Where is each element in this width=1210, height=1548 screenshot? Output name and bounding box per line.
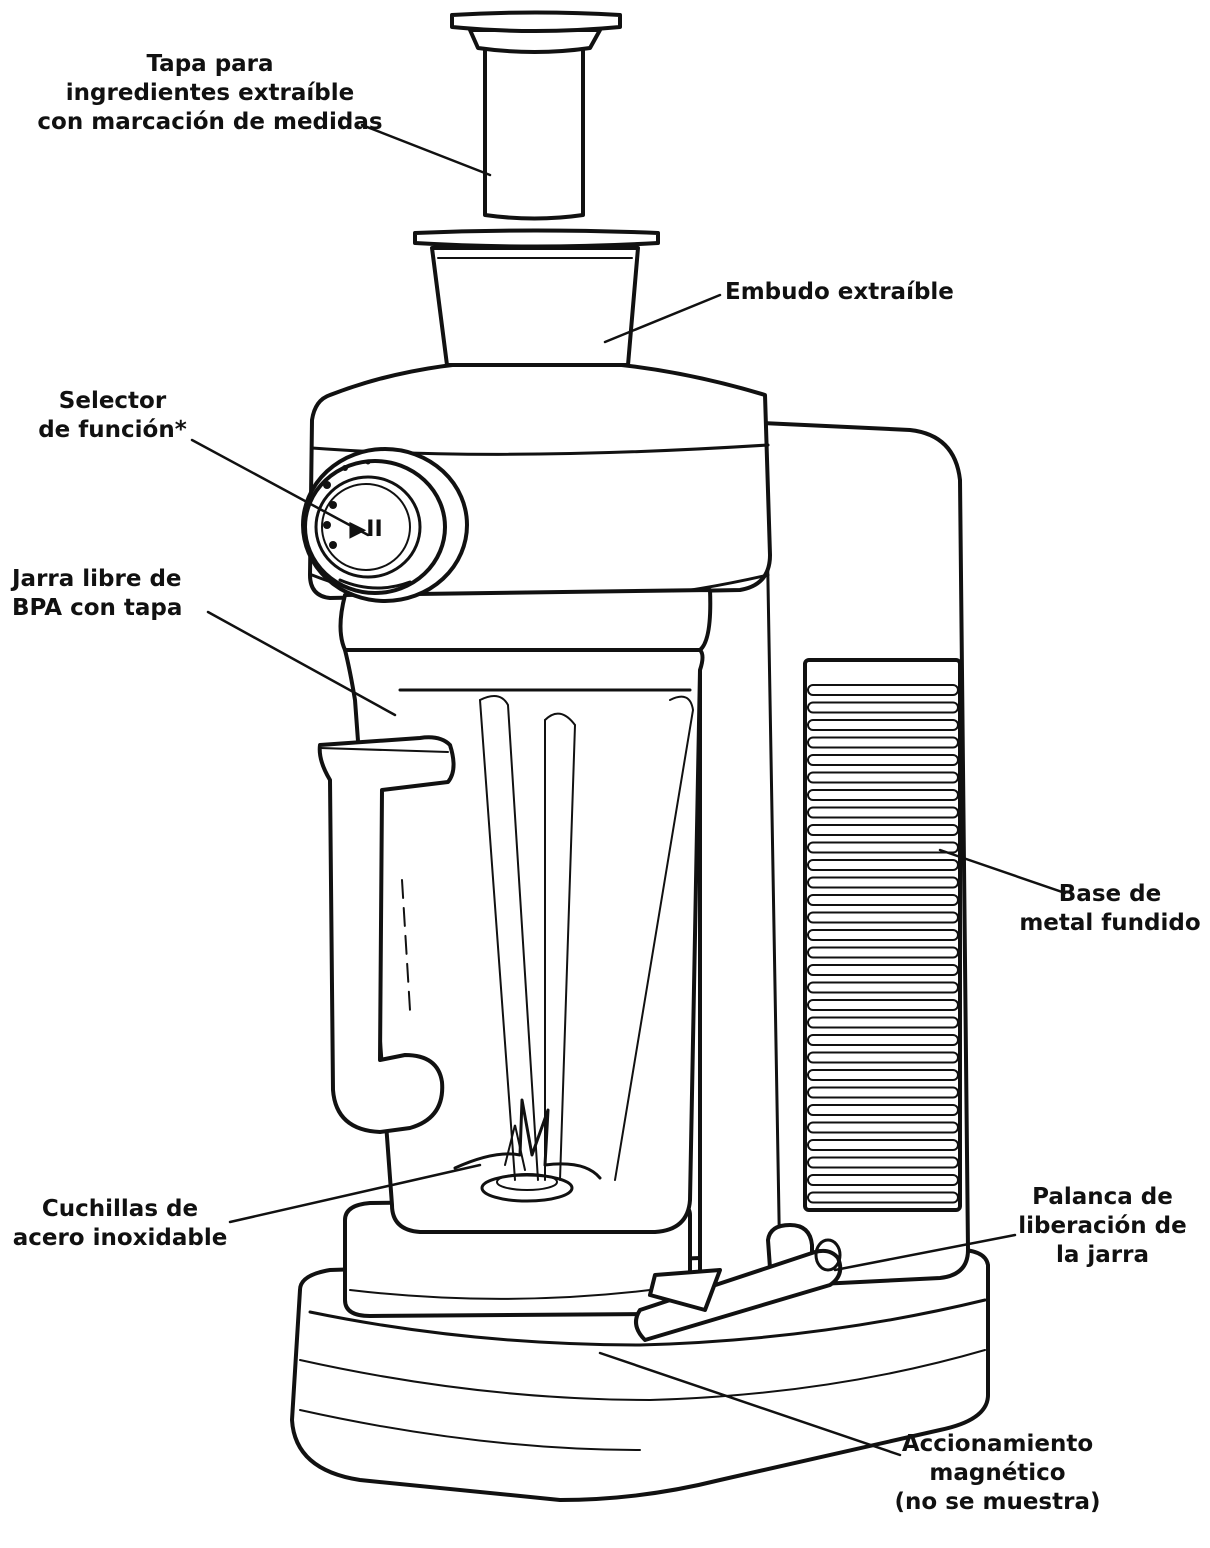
label-magnetic-drive: Accionamiento magnético (no se muestra) <box>890 1430 1105 1517</box>
vent-slot <box>807 789 959 801</box>
label-blades-line-2: acero inoxidable <box>12 1225 228 1251</box>
label-base: Base de metal fundido <box>1015 880 1205 938</box>
label-ingredient-cap-line-2: ingredientes extraíble <box>65 80 355 106</box>
vent-slot <box>807 859 959 871</box>
leader-function-selector <box>190 438 370 537</box>
label-function-selector-line-1: Selector <box>58 388 167 414</box>
vent-slot <box>807 1121 959 1134</box>
vent-slot <box>807 736 959 749</box>
label-function-selector-line-2: de función* <box>38 417 187 443</box>
label-ingredient-cap-line-3: con marcación de medidas <box>37 109 383 135</box>
vent-slot <box>807 841 959 854</box>
leader-magnetic-drive <box>598 1351 902 1457</box>
label-release-lever: Palanca de liberación de la jarra <box>1010 1183 1195 1270</box>
leader-lines <box>190 123 1067 1457</box>
leader-release-lever <box>833 1233 1017 1272</box>
vent-slot <box>807 1051 959 1064</box>
label-magnetic-drive-line-2: magnético <box>929 1460 1066 1486</box>
jar-release-lever <box>634 1223 843 1342</box>
vent-slot <box>807 964 959 976</box>
vent-slot <box>807 719 959 731</box>
label-base-line-2: metal fundido <box>1019 910 1201 936</box>
leader-blades <box>228 1163 482 1224</box>
label-release-lever-line-2: liberación de <box>1018 1213 1187 1239</box>
vent-slot <box>807 824 959 836</box>
label-ingredient-cap: Tapa para ingredientes extraíble con mar… <box>30 50 390 137</box>
vent-slot <box>807 1069 959 1081</box>
vent-slot <box>807 1104 959 1116</box>
label-blades-line-1: Cuchillas de <box>41 1196 199 1222</box>
label-magnetic-drive-line-1: Accionamiento <box>901 1431 1094 1457</box>
vent-slot <box>807 1139 959 1151</box>
leader-jar <box>206 610 397 717</box>
vent-slot <box>807 754 959 766</box>
label-blades: Cuchillas de acero inoxidable <box>10 1195 230 1253</box>
blender-jar <box>343 648 705 1234</box>
ingredient-cap <box>450 10 622 221</box>
vent-slot <box>807 999 959 1011</box>
vent-slot <box>807 1191 959 1204</box>
vent-slot <box>807 806 959 819</box>
vent-slot <box>807 894 959 906</box>
blender-body-column <box>698 408 970 1292</box>
vent-slot <box>807 1086 959 1099</box>
removable-funnel <box>413 228 660 367</box>
jar-handle <box>317 735 456 1134</box>
label-ingredient-cap-line-1: Tapa para <box>146 51 274 77</box>
label-base-line-1: Base de <box>1058 881 1162 907</box>
vent-slot <box>807 981 959 994</box>
vent-slot <box>807 1016 959 1029</box>
leader-funnel <box>603 293 722 344</box>
play-pause-symbol: ▶II <box>349 517 382 542</box>
vent-slot <box>807 911 959 924</box>
vent-slot <box>807 1034 959 1046</box>
label-magnetic-drive-line-3: (no se muestra) <box>894 1489 1101 1515</box>
vent-slot <box>807 684 959 696</box>
vent-slot <box>807 1174 959 1186</box>
vent-slot <box>807 1156 959 1169</box>
leader-base <box>938 848 1067 895</box>
label-funnel: Embudo extraíble <box>725 278 954 307</box>
label-function-selector: Selector de función* <box>20 387 205 445</box>
vent-slots <box>807 684 959 1204</box>
vent-slot <box>807 771 959 784</box>
label-release-lever-line-3: la jarra <box>1055 1242 1150 1268</box>
vent-slot <box>807 701 959 714</box>
label-jar-line-2: BPA con tapa <box>12 595 183 621</box>
label-jar: Jarra libre de BPA con tapa <box>12 565 182 623</box>
vent-slot <box>807 876 959 889</box>
function-dial <box>301 447 469 603</box>
leader-ingredient-cap <box>360 123 492 177</box>
label-jar-line-1: Jarra libre de <box>12 566 182 592</box>
vent-slot <box>807 946 959 959</box>
label-funnel-line-1: Embudo extraíble <box>725 279 954 305</box>
label-release-lever-line-1: Palanca de <box>1032 1184 1173 1210</box>
vent-slot <box>807 929 959 941</box>
